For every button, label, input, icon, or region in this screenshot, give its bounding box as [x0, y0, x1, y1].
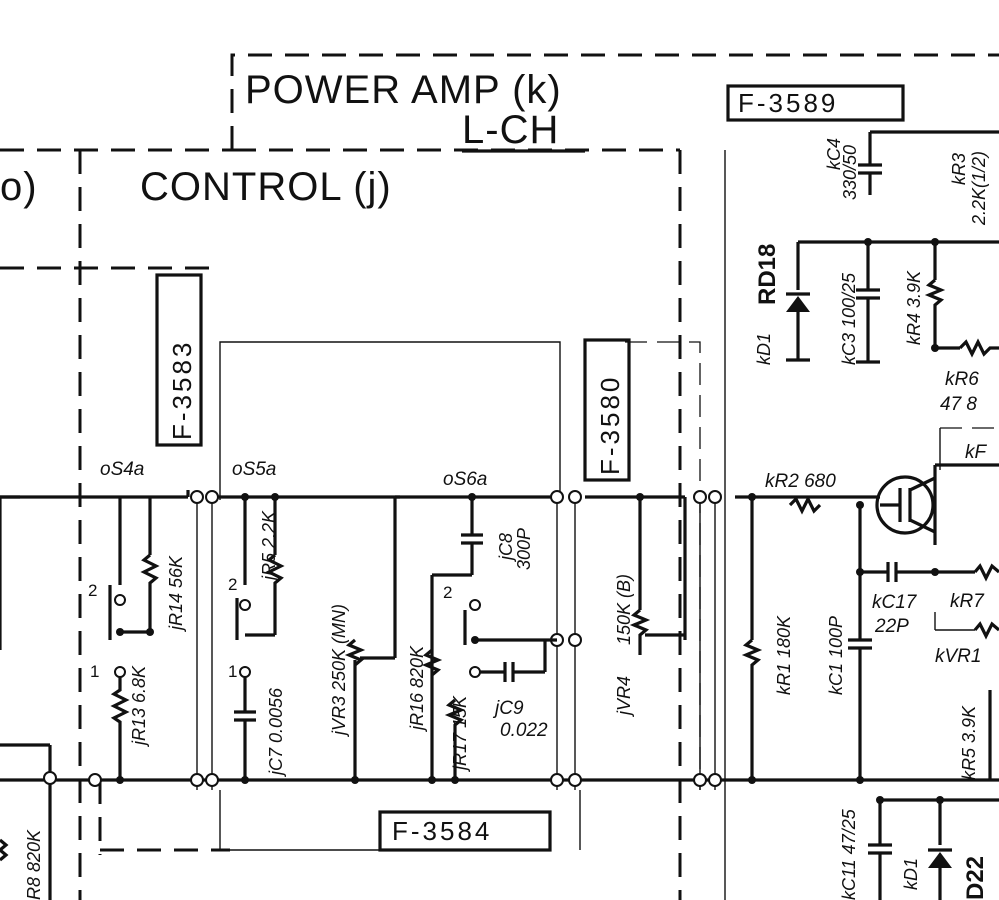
svg-text:kC3 100/25: kC3 100/25 [839, 272, 859, 365]
switch-os4a: oS4a 2 1 jR13 6.8K jR14 56K [88, 459, 186, 780]
svg-text:oS6a: oS6a [443, 469, 487, 490]
svg-text:kR2 680: kR2 680 [765, 471, 836, 492]
svg-text:F-3589: F-3589 [738, 88, 838, 118]
svg-text:kD1: kD1 [901, 858, 921, 890]
junction-nodes [116, 493, 939, 784]
capacitor-kc3: kC3 100/25 [839, 238, 880, 365]
resistor-kr3: kR3 2.2K(1/2) [949, 151, 989, 226]
potentiometer-jvr4: 150K (B) jVR4 [614, 497, 685, 718]
switch-os6a: oS6a jC8 300P 2 jC9 0.022 jR16 820K jR17… [407, 469, 557, 780]
svg-text:F-3583: F-3583 [167, 340, 197, 440]
svg-text:F-3580: F-3580 [595, 375, 625, 475]
capacitor-kc17: kC17 22P [856, 562, 935, 637]
svg-text:jC9: jC9 [492, 698, 524, 719]
jfet-transistor [875, 463, 999, 545]
svg-text:D22: D22 [962, 856, 989, 900]
svg-text:kR4 3.9K: kR4 3.9K [904, 270, 924, 345]
control-boundary [0, 148, 232, 900]
control-title: CONTROL (j) [140, 165, 392, 209]
resistor-kr4: kR4 3.9K [904, 238, 946, 348]
board-f3584: F-3584 [378, 810, 552, 852]
board-f3583: F-3583 [155, 273, 203, 447]
svg-text:jR13 6.8K: jR13 6.8K [129, 665, 149, 748]
svg-text:R8 820K: R8 820K [24, 829, 44, 900]
svg-text:kC17: kC17 [872, 592, 918, 613]
svg-text:0.022: 0.022 [500, 720, 548, 741]
resistor-r8: R8 820K [0, 829, 44, 900]
svg-text:kD1: kD1 [754, 333, 774, 365]
svg-text:F-3584: F-3584 [392, 816, 492, 846]
svg-text:jR14 56K: jR14 56K [166, 555, 186, 633]
svg-text:kC4: kC4 [824, 138, 844, 170]
svg-text:22P: 22P [874, 616, 909, 637]
svg-text:jR17 15K: jR17 15K [450, 695, 470, 773]
svg-text:kC1 100P: kC1 100P [826, 616, 846, 695]
svg-text:jR5 2.2K: jR5 2.2K [259, 510, 279, 583]
svg-text:jC7 0.0056: jC7 0.0056 [266, 687, 286, 778]
svg-text:1: 1 [90, 662, 99, 681]
zener-d22: kD1 D22 [901, 800, 989, 900]
power-amp-title: POWER AMP (k) [245, 68, 562, 112]
svg-text:kC11 47/25: kC11 47/25 [839, 808, 859, 900]
resistor-kr1: kR1 180K [741, 497, 794, 780]
resistor-kr7: kR7 [934, 563, 999, 640]
svg-text:47 8: 47 8 [940, 394, 977, 415]
board-outlines [219, 150, 999, 900]
svg-text:oS5a: oS5a [232, 459, 276, 480]
capacitor-kc1: kC1 100P [826, 505, 872, 780]
board-f3580: F-3580 [583, 338, 631, 482]
svg-text:2: 2 [443, 583, 452, 602]
svg-text:kR7: kR7 [950, 591, 985, 612]
svg-text:2: 2 [88, 581, 97, 600]
svg-text:2: 2 [228, 575, 237, 594]
svg-text:jR16 820K: jR16 820K [407, 645, 427, 733]
resistor-kr2: kR2 680 [765, 471, 836, 515]
switch-os5a: oS5a 2 1 jC7 0.0056 jR5 2.2K [228, 459, 286, 780]
svg-text:kVR1: kVR1 [935, 646, 981, 667]
svg-text:150K (B): 150K (B) [614, 574, 634, 645]
potentiometer-jvr3: jVR3 250K (MN) [329, 497, 397, 780]
svg-text:jVR4: jVR4 [614, 676, 634, 718]
power-amp-boundary [230, 53, 999, 900]
svg-text:RD18: RD18 [754, 244, 781, 305]
svg-text:2.2K(1/2): 2.2K(1/2) [969, 151, 989, 226]
left-section-fragment: o) [0, 165, 38, 209]
svg-text:kR5 3.9K: kR5 3.9K [959, 705, 979, 780]
terminals [43, 490, 722, 787]
pot-kvr1: kVR1 [935, 646, 981, 667]
svg-text:1: 1 [228, 662, 237, 681]
svg-text:kR1 180K: kR1 180K [774, 615, 794, 695]
zener-rd18: RD18 kD1 [754, 240, 999, 365]
svg-text:jC8: jC8 [496, 533, 516, 563]
signal-bus [0, 490, 880, 650]
board-f3589: F-3589 [726, 84, 905, 122]
svg-text:kF: kF [965, 442, 988, 463]
resistor-kr6: kR6 47 8 kF [931, 338, 999, 463]
svg-text:oS4a: oS4a [100, 459, 144, 480]
resistor-kr5: kR5 3.9K [959, 690, 992, 780]
power-amp-channel: L-CH [462, 108, 559, 152]
svg-text:jVR3 250K (MN): jVR3 250K (MN) [329, 604, 349, 738]
capacitor-kc4: kC4 330/50 [824, 130, 999, 200]
svg-text:kR6: kR6 [945, 369, 979, 390]
svg-text:kR3: kR3 [949, 153, 969, 185]
svg-text:300P: 300P [514, 528, 534, 570]
svg-text:330/50: 330/50 [840, 145, 860, 200]
ground-bus [0, 743, 999, 900]
